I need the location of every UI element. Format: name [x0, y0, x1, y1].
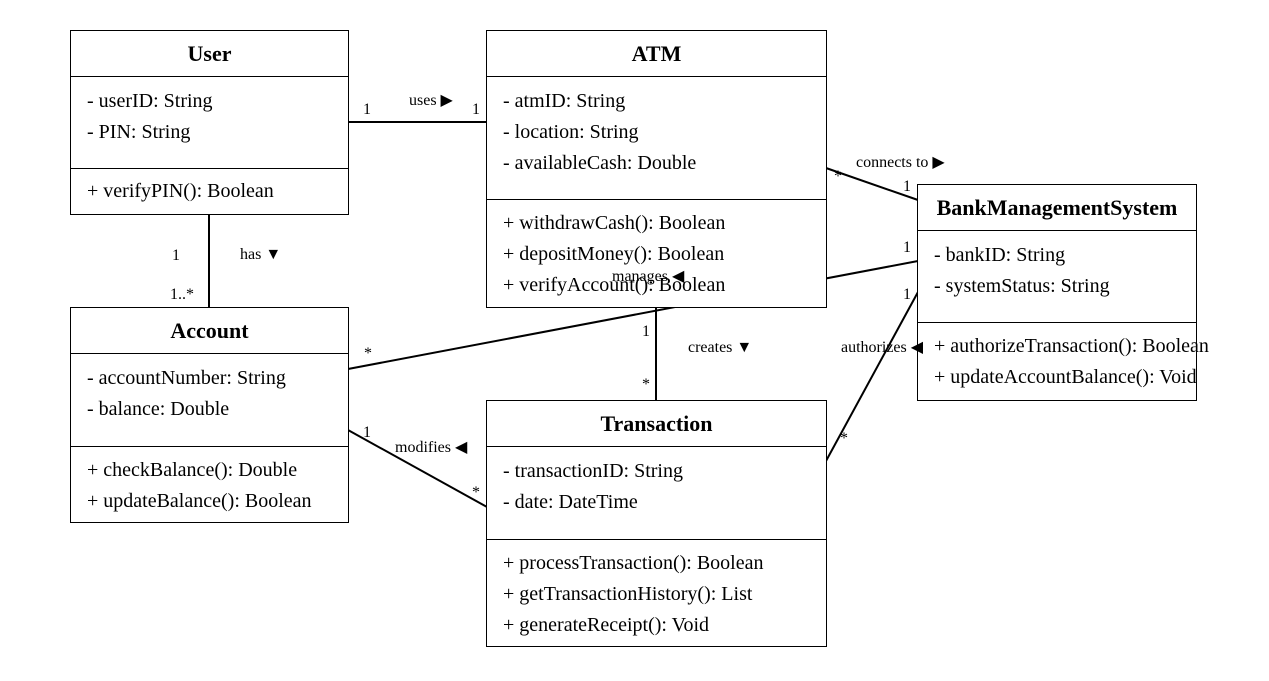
connects-line	[825, 167, 919, 201]
user-operations: + verifyPIN(): Boolean	[71, 169, 348, 207]
connects-label: connects to ▶	[856, 154, 945, 171]
manages-from-multiplicity: 1	[903, 239, 911, 256]
creates-from-multiplicity: 1	[642, 323, 650, 340]
transaction-attribute: - date: DateTime	[503, 491, 638, 513]
bank-operation: + updateAccountBalance(): Void	[934, 366, 1197, 388]
user-operation: + verifyPIN(): Boolean	[87, 180, 274, 202]
bank-operation: + authorizeTransaction(): Boolean	[934, 335, 1209, 357]
atm-class[interactable]: ATM - atmID: String - location: String -…	[486, 30, 827, 308]
transaction-operation: + processTransaction(): Boolean	[503, 552, 764, 574]
atm-attribute: - location: String	[503, 121, 639, 143]
user-class[interactable]: User - userID: String - PIN: String + ve…	[70, 30, 349, 215]
modifies-label: modifies ◀	[395, 439, 468, 456]
user-attributes: - userID: String - PIN: String	[71, 77, 348, 169]
uses-to-multiplicity: 1	[472, 101, 480, 118]
account-class[interactable]: Account - accountNumber: String - balanc…	[70, 307, 349, 523]
connects-from-multiplicity: *	[834, 168, 842, 185]
has-to-multiplicity: 1..*	[170, 286, 194, 303]
transaction-operations: + processTransaction(): Boolean + getTra…	[487, 540, 826, 641]
transaction-attribute: - transactionID: String	[503, 460, 683, 482]
atm-operation: + withdrawCash(): Boolean	[503, 212, 726, 234]
transaction-class[interactable]: Transaction - transactionID: String - da…	[486, 400, 827, 647]
uses-label: uses ▶	[409, 92, 453, 109]
atm-operation: + depositMoney(): Boolean	[503, 243, 725, 265]
has-label: has ▼	[240, 246, 282, 263]
account-attribute: - balance: Double	[87, 398, 230, 420]
transaction-operation: + getTransactionHistory(): List	[503, 583, 753, 605]
transaction-operation: + generateReceipt(): Void	[503, 614, 710, 636]
connects-to-multiplicity: 1	[903, 178, 911, 195]
uses-from-multiplicity: 1	[363, 101, 371, 118]
manages-to-multiplicity: *	[364, 345, 372, 362]
account-attribute: - accountNumber: String	[87, 367, 286, 389]
user-attribute: - userID: String	[87, 90, 213, 112]
atm-attributes: - atmID: String - location: String - ava…	[487, 77, 826, 200]
modifies-from-multiplicity: 1	[363, 424, 371, 441]
authorizes-line	[825, 291, 919, 462]
account-class-name: Account	[71, 308, 348, 354]
modifies-line	[347, 429, 488, 508]
manages-label: manages ◀	[612, 268, 685, 285]
atm-attribute: - availableCash: Double	[503, 152, 697, 174]
user-attribute: - PIN: String	[87, 121, 191, 143]
user-class-name: User	[71, 31, 348, 77]
authorizes-from-multiplicity: 1	[903, 286, 911, 303]
authorizes-label: authorizes ◀	[841, 339, 924, 356]
creates-to-multiplicity: *	[642, 376, 650, 393]
modifies-to-multiplicity: *	[472, 484, 480, 501]
creates-label: creates ▼	[688, 339, 753, 356]
account-operation: + checkBalance(): Double	[87, 459, 298, 481]
atm-class-name: ATM	[487, 31, 826, 77]
transaction-attributes: - transactionID: String - date: DateTime	[487, 447, 826, 540]
atm-attribute: - atmID: String	[503, 90, 626, 112]
atm-operations: + withdrawCash(): Boolean + depositMoney…	[487, 200, 826, 301]
bank-attribute: - bankID: String	[934, 244, 1066, 266]
atm-operation: + verifyAccount(): Boolean	[503, 274, 726, 296]
account-attributes: - accountNumber: String - balance: Doubl…	[71, 354, 348, 447]
bank-class-name: BankManagementSystem	[918, 185, 1196, 231]
bank-operations: + authorizeTransaction(): Boolean + upda…	[918, 323, 1209, 393]
account-operation: + updateBalance(): Boolean	[87, 490, 312, 512]
transaction-class-name: Transaction	[487, 401, 826, 447]
account-operations: + checkBalance(): Double + updateBalance…	[71, 447, 348, 517]
has-from-multiplicity: 1	[172, 247, 180, 264]
bank-attributes: - bankID: String - systemStatus: String	[918, 231, 1196, 323]
bank-attribute: - systemStatus: String	[934, 275, 1110, 297]
bank-management-system-class[interactable]: BankManagementSystem - bankID: String - …	[917, 184, 1209, 401]
authorizes-to-multiplicity: *	[840, 430, 848, 447]
